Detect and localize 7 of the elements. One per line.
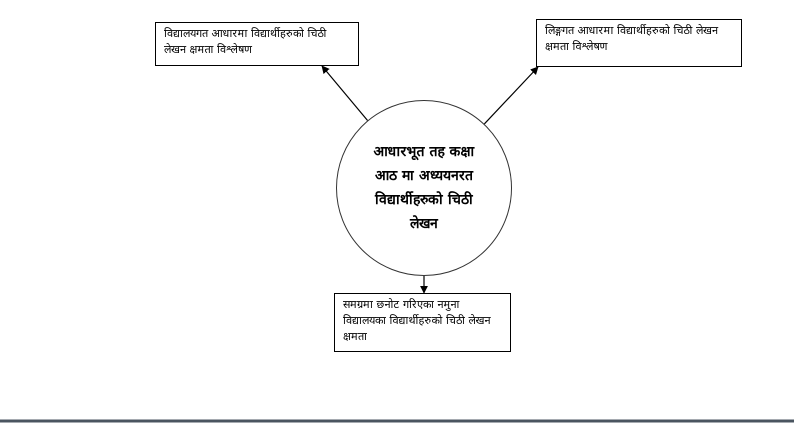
text-box: समग्रमा छनोट गरिएका नमुना विद्यालयका विद्यार्थीहरुको चिठी लेखन क्षमता (334, 293, 511, 352)
arrow (484, 66, 539, 124)
text-box: विद्यालयगत आधारमा विद्यार्थीहरुको चिठी लेखन क्षमता विश्लेषण (155, 22, 359, 66)
arrow (420, 276, 428, 294)
text-box: लिङ्गगत आधारमा विद्यार्थीहरुको चिठी लेखन क्षमता विश्लेषण (536, 19, 742, 67)
arrow (321, 65, 368, 121)
topic-circle: आधारभूत तह कक्षा आठ मा अध्ययनरत विद्यार्थीहरुको चिठी लेखन (336, 100, 512, 276)
